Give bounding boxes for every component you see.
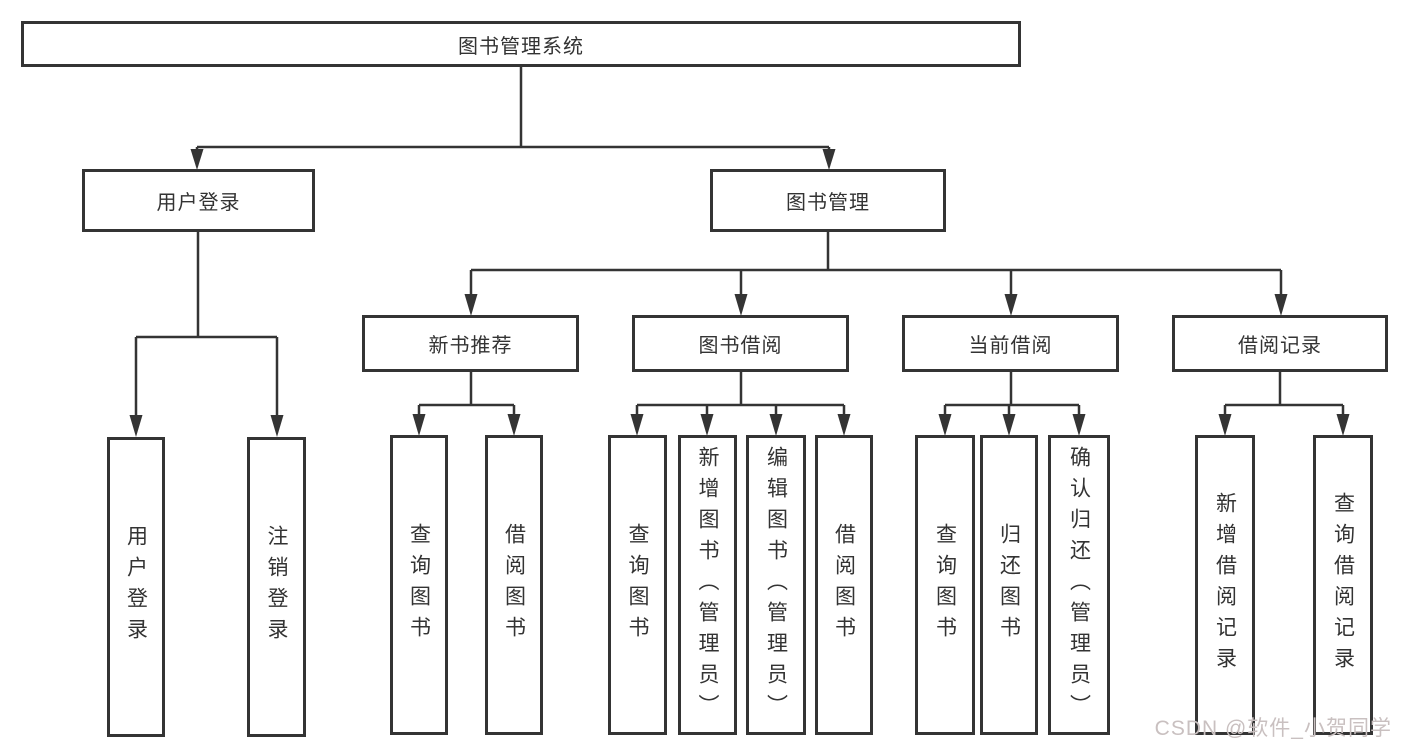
node-new-book-rec-label: 新书推荐	[428, 335, 513, 357]
node-root-label: 图书管理系统	[458, 35, 584, 58]
leaf-cb-query-book: 查询图书	[915, 435, 975, 735]
leaf-logout-label: 注销登录	[265, 525, 288, 649]
node-book-borrow: 图书借阅	[632, 315, 849, 372]
watermark-text: CSDN @软件_小贺同学	[1154, 717, 1392, 740]
leaf-br-add-record: 新增借阅记录	[1195, 435, 1255, 735]
node-book-mgmt-label: 图书管理	[786, 192, 870, 214]
node-current-borrow: 当前借阅	[902, 315, 1119, 372]
arrowheads-book-mgmt	[464, 294, 1288, 316]
leaf-cb-confirm-return-label: 确认归还（管理员）	[1067, 445, 1091, 725]
leaf-nb-query-book: 查询图书	[390, 435, 448, 735]
leaf-bb-query-book: 查询图书	[608, 435, 667, 735]
leaf-user-login-label: 用户登录	[124, 525, 148, 649]
arrowheads-user-login	[129, 415, 284, 437]
node-new-book-rec: 新书推荐	[362, 315, 579, 372]
connector-borrow-record	[1223, 372, 1345, 416]
leaf-user-login: 用户登录	[107, 437, 165, 737]
leaf-nb-query-book-label: 查询图书	[407, 523, 431, 647]
leaf-cb-confirm-return: 确认归还（管理员）	[1048, 435, 1110, 735]
arrowheads-level-1	[190, 149, 836, 170]
node-user-login-label: 用户登录	[156, 192, 241, 214]
leaf-nb-borrow-book: 借阅图书	[485, 435, 543, 735]
leaf-bb-query-book-label: 查询图书	[626, 523, 649, 647]
connector-book-borrow	[635, 372, 846, 416]
arrowheads-book-borrow	[630, 414, 851, 436]
node-book-mgmt: 图书管理	[710, 169, 946, 232]
leaf-cb-return-book: 归还图书	[980, 435, 1038, 735]
leaf-logout: 注销登录	[247, 437, 306, 737]
leaf-bb-add-book-label: 新增图书（管理员）	[696, 445, 719, 725]
connector-current-borrow	[943, 372, 1081, 416]
leaf-bb-borrow-book: 借阅图书	[815, 435, 873, 735]
leaf-nb-borrow-book-label: 借阅图书	[502, 523, 526, 647]
connector-new-book	[417, 372, 516, 416]
leaf-br-query-record-label: 查询借阅记录	[1331, 492, 1355, 678]
node-borrow-record: 借阅记录	[1172, 315, 1388, 372]
connector-user-login	[134, 232, 279, 417]
leaf-br-add-record-label: 新增借阅记录	[1213, 492, 1237, 678]
arrowheads-new-book	[412, 414, 521, 436]
leaf-cb-return-book-label: 归还图书	[997, 523, 1021, 647]
node-book-borrow-label: 图书借阅	[698, 335, 783, 357]
leaf-cb-query-book-label: 查询图书	[933, 523, 957, 647]
leaf-bb-edit-book: 编辑图书（管理员）	[746, 435, 806, 735]
connector-book-mgmt	[469, 232, 1283, 296]
node-user-login: 用户登录	[82, 169, 315, 232]
leaf-bb-edit-book-label: 编辑图书（管理员）	[764, 445, 788, 725]
connector-level-1	[195, 67, 831, 152]
node-current-borrow-label: 当前借阅	[968, 335, 1053, 357]
node-root: 图书管理系统	[21, 21, 1021, 67]
leaf-br-query-record: 查询借阅记录	[1313, 435, 1373, 735]
arrowheads-current-borrow	[938, 414, 1086, 436]
node-borrow-record-label: 借阅记录	[1238, 335, 1322, 357]
arrowheads-borrow-record	[1218, 414, 1350, 436]
leaf-bb-add-book: 新增图书（管理员）	[678, 435, 737, 735]
leaf-bb-borrow-book-label: 借阅图书	[832, 523, 856, 647]
